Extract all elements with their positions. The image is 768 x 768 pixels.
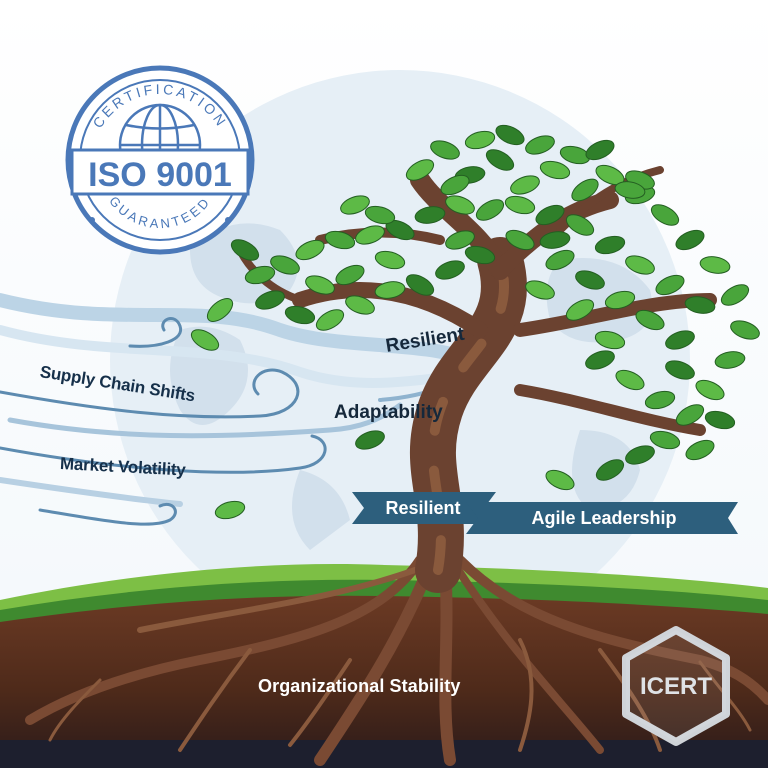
leaf-shape	[345, 295, 375, 315]
leaf-shape	[284, 305, 316, 325]
adaptability-label: Adaptability	[334, 402, 443, 423]
leaf-shape	[585, 139, 615, 161]
wind-swirls	[0, 293, 485, 526]
leaf-shape	[295, 239, 325, 261]
leaf-shape	[594, 235, 626, 255]
leaf-shape	[414, 206, 446, 224]
leaf-shape	[324, 230, 356, 250]
leaf-shape	[445, 230, 475, 250]
leaf-shape	[675, 229, 705, 251]
leaf-shape	[535, 204, 565, 226]
leaf-shape	[445, 195, 475, 215]
leaf-shape	[206, 298, 234, 322]
leaf-shape	[525, 135, 555, 155]
seal-center-text: ISO 9001	[88, 156, 232, 194]
leaf-shape	[565, 299, 595, 321]
leaf-shape	[604, 290, 636, 310]
leaf-shape	[565, 214, 595, 236]
leaf-shape	[720, 284, 750, 306]
leaf-shape	[355, 430, 385, 450]
tree-leaves	[190, 124, 760, 520]
leaf-shape	[539, 160, 571, 180]
icert-logo: ICERT	[622, 626, 730, 746]
banner-shapes	[352, 492, 738, 534]
leaf-shape	[405, 159, 435, 181]
leaf-shape	[545, 249, 575, 271]
leaf-shape	[615, 369, 645, 391]
leaf-shape	[625, 445, 655, 465]
leaf-shape	[644, 390, 676, 410]
leaf-shape	[655, 274, 685, 296]
leaf-shape	[635, 309, 665, 331]
leaf-shape	[505, 229, 535, 251]
leaf-shape	[464, 130, 496, 150]
leaf-shape	[364, 205, 396, 225]
leaf-shape	[675, 404, 705, 426]
organizational-stability-label: Organizational Stability	[258, 676, 461, 696]
leaf-shape	[244, 265, 276, 285]
leaf-shape	[714, 351, 746, 369]
leaf-shape	[435, 260, 465, 280]
leaf-shape	[504, 195, 536, 215]
agile-leadership-banner-label: Agile Leadership	[531, 507, 677, 528]
leaf-shape	[305, 275, 335, 295]
leaf-shape	[585, 350, 615, 370]
leaf-shape	[595, 459, 625, 481]
leaf-shape	[594, 330, 626, 350]
leaf-shape	[614, 181, 646, 199]
leaf-shape	[485, 149, 515, 171]
leaf-shape	[575, 270, 605, 290]
leaf-shape	[525, 280, 555, 300]
leaf-shape	[685, 439, 715, 461]
leaf-shape	[190, 329, 220, 351]
leaf-shape	[539, 231, 571, 249]
leaf-shape	[475, 199, 505, 221]
leaf-shape	[665, 330, 695, 350]
leaf-shape	[230, 239, 260, 261]
leaf-shape	[440, 174, 470, 196]
logo-text: ICERT	[640, 673, 712, 700]
leaf-shape	[704, 410, 736, 430]
leaf-shape	[255, 290, 285, 310]
leaf-shape	[650, 204, 680, 226]
leaf-shape	[699, 256, 731, 274]
leaf-shape	[571, 178, 599, 202]
leaf-shape	[649, 430, 681, 450]
leaf-shape	[430, 140, 460, 160]
leaf-shape	[464, 245, 496, 265]
tree-roots	[25, 555, 768, 766]
leaf-shape	[730, 320, 760, 340]
leaf-shape	[665, 360, 695, 380]
leaf-shape	[495, 124, 525, 146]
leaf-shape	[270, 255, 300, 275]
leaf-shape	[214, 500, 246, 520]
leaf-shape	[374, 250, 406, 270]
leaf-shape	[340, 195, 370, 215]
leaf-shape	[684, 296, 716, 314]
leaf-shape	[695, 379, 725, 401]
leaf-shape	[315, 309, 345, 331]
leaf-shape	[374, 281, 406, 299]
leaf-shape	[545, 469, 575, 491]
leaf-shape	[510, 175, 540, 195]
resilient-banner-label: Resilient	[385, 497, 461, 518]
leaf-shape	[595, 164, 625, 186]
leaf-shape	[355, 225, 385, 245]
iso-seal: ISO 9001 CERTIFICATION GUARANTEED	[65, 65, 255, 255]
leaf-shape	[625, 255, 655, 275]
leaf-shape	[335, 264, 365, 286]
leaf-shape	[405, 274, 435, 296]
